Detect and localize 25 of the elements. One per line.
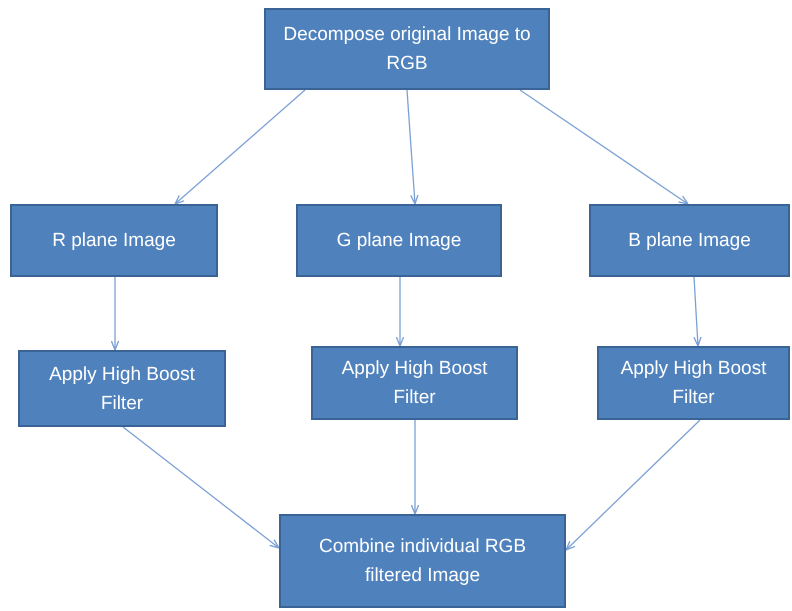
process-box — [18, 350, 226, 427]
process-box — [311, 346, 518, 420]
box-label: G plane Image — [336, 229, 462, 253]
arrow — [174, 90, 306, 205]
process-box — [597, 346, 790, 420]
process-box — [279, 514, 566, 608]
arrow — [406, 90, 419, 205]
box-label: Combine individual RGB filtered Image — [318, 535, 527, 588]
box-label: Apply High Boost Filter — [48, 362, 196, 416]
box-label: Decompose original Image to RGB — [282, 23, 532, 76]
process-box — [296, 204, 502, 277]
box-label: Apply High Boost Filter — [340, 357, 488, 410]
arrow — [565, 420, 700, 551]
process-box — [589, 204, 790, 277]
arrow — [520, 89, 689, 205]
arrow — [110, 277, 120, 351]
box-label: Apply High Boost Filter — [620, 357, 768, 410]
arrow — [122, 426, 280, 549]
arrow — [410, 420, 420, 515]
arrow — [693, 276, 702, 347]
arrow — [396, 277, 404, 347]
process-box — [264, 8, 550, 90]
box-label: B plane Image — [628, 229, 751, 253]
process-box — [10, 204, 218, 277]
box-label: R plane Image — [52, 229, 176, 253]
